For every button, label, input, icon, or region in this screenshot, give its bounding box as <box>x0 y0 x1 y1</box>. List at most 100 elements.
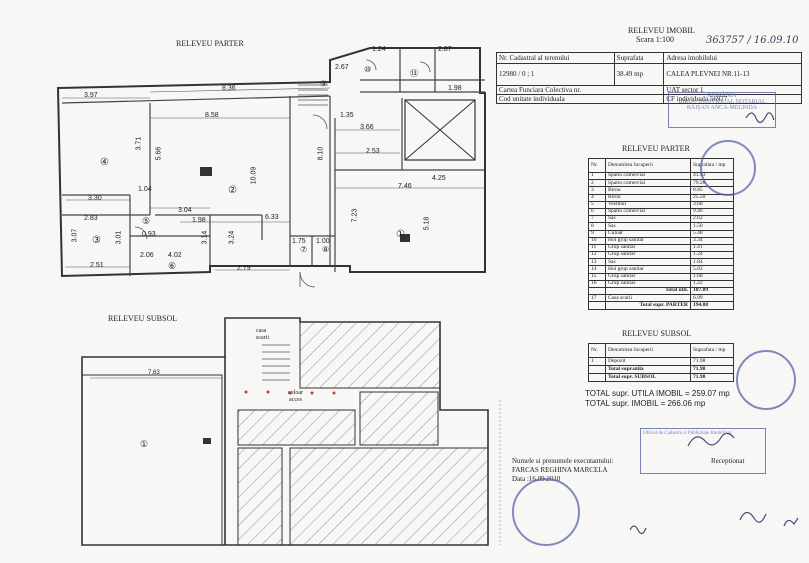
cadastre-office-stamp: Oficiul de Cadastru si Publicitate Imobi… <box>640 428 766 474</box>
info-cf: CF individuala 56977 <box>663 94 802 104</box>
subsol-row-name: Depozit <box>605 357 691 366</box>
dim-label: 2.51 <box>90 262 104 269</box>
dim-label: 10.09 <box>250 166 258 185</box>
dim-label: 1.00 <box>316 238 330 245</box>
parter-cell-area: 1.68 <box>690 272 734 281</box>
parter-cell-name: Total supr. PARTER <box>605 301 691 310</box>
parter-cell-area: 2.62 <box>690 215 734 224</box>
round-seal-stamp <box>736 350 796 410</box>
dim-label: 4.25 <box>432 175 446 182</box>
room-number: ⑥ <box>168 261 177 271</box>
cadastre-office-line: Oficiul de Cadastru si Publicitate Imobi… <box>643 431 732 436</box>
parter-cell-area: 1.84 <box>690 258 734 267</box>
dim-label: 0.93 <box>142 231 156 238</box>
parter-cell-name: Sas <box>605 215 691 224</box>
parter-cell-name: Spatiu comercial <box>605 171 691 181</box>
room-number: ⑧ <box>322 245 330 254</box>
ground-floor-plan <box>56 47 486 278</box>
handwritten-number: 363757 / 16.09.10 <box>706 35 799 46</box>
dim-label: 2.87 <box>438 46 452 53</box>
parter-cell-area: 187.09 <box>690 286 734 296</box>
info-head-area: Suprafata <box>613 52 665 64</box>
dim-label: 1.35 <box>340 112 354 119</box>
executor-name: FARCAS REGHINA MARCELA <box>512 466 608 474</box>
room-number: ⑩ <box>364 65 372 74</box>
executor-label: Numele si prenumele executantului: <box>512 457 614 465</box>
subsol-head-name: Denumirea încaperii <box>605 343 691 358</box>
total-imobil: TOTAL supr. IMOBIL = 266.06 mp <box>585 399 706 408</box>
room-number: ① <box>140 439 149 449</box>
parter-table-row: Total util.187.09 <box>588 286 734 296</box>
dim-label: 3.01 <box>115 230 123 245</box>
document-title: RELEVEU IMOBIL <box>628 26 695 35</box>
room-number: ⑬ <box>410 69 418 78</box>
parter-cell-area: 5.02 <box>690 265 734 274</box>
info-cod-unitate: Cod unitate individuala <box>495 94 665 104</box>
dim-label: 5.66 <box>155 146 163 161</box>
round-seal-stamp <box>700 140 756 196</box>
dim-label: 1.04 <box>138 186 152 193</box>
dim-label: 1.98 <box>192 217 206 224</box>
subsol-head-nr: Nr. <box>588 343 606 358</box>
parter-cell-name: Grup sanitar <box>605 251 691 260</box>
parter-head-nr: Nr. <box>588 158 606 173</box>
parter-table-title: RELEVEU PARTER <box>622 144 690 153</box>
info-head-cadastral: Nr. Cadastral al terenului <box>496 52 615 64</box>
dim-label: 3.97 <box>84 92 98 99</box>
dim-label: 2.79 <box>237 265 251 272</box>
parter-cell-nr: 8 <box>588 222 606 231</box>
room-number: ⑨ <box>320 79 328 88</box>
dim-label: 3.24 <box>228 230 236 245</box>
info-area: 38.49 mp <box>613 63 665 86</box>
dim-label: 1.98 <box>448 85 462 92</box>
parter-cell-nr: 13 <box>588 258 606 267</box>
info-carte-funciara: Cartea Funciara Colectiva nr. <box>495 85 665 95</box>
subsol-total-util-label: Total supr.utila <box>605 365 691 374</box>
dim-label: 3.71 <box>135 136 143 151</box>
room-number: ① <box>396 229 405 240</box>
parter-cell-name: Spatiu comercial <box>605 207 691 217</box>
dim-label: 3.66 <box>360 124 374 131</box>
dim-label: 3.30 <box>88 195 102 202</box>
subsol-table-title: RELEVEU SUBSOL <box>622 329 692 338</box>
dim-label: 3.07 <box>71 228 79 243</box>
dim-label: 8.10 <box>317 146 325 161</box>
parter-cell-nr <box>588 301 606 310</box>
parter-cell-name: Birou <box>605 186 691 195</box>
parter-cell-nr: 17 <box>588 294 606 303</box>
dim-label: 8.58 <box>205 112 219 119</box>
parter-cell-area: 1.22 <box>690 279 734 289</box>
basement-corridor-label: acces <box>289 397 302 403</box>
parter-cell-name: Sas <box>605 258 691 267</box>
room-number: ③ <box>92 235 101 246</box>
parter-cell-name: Spatiu comercial <box>605 179 691 188</box>
subsol-row-area: 71.98 <box>690 357 734 366</box>
parter-cell-nr: 1 <box>588 171 606 181</box>
dim-label: 3.04 <box>178 207 192 214</box>
dim-label: 5.18 <box>423 216 431 231</box>
parter-cell-area: 1.50 <box>690 222 734 231</box>
dim-label: 1.75 <box>292 238 306 245</box>
parter-cell-nr: 16 <box>588 279 606 289</box>
document-scale: Scara 1:100 <box>636 35 674 44</box>
subsol-total-label: Total supr. SUBSOL <box>605 373 691 382</box>
receptie-label: Receptionat <box>711 457 745 465</box>
parter-cell-area: 194.08 <box>690 301 734 310</box>
dim-label: 2.53 <box>366 148 380 155</box>
room-number: ⑤ <box>142 216 151 226</box>
parter-cell-name: Casa scarii <box>605 294 691 303</box>
info-head-address: Adresa imobilului <box>663 52 802 64</box>
subsol-table: Nr. Denumirea încaperii Suprafata / mp 1… <box>588 343 734 382</box>
parter-cell-nr: 12 <box>588 251 606 260</box>
basement-title: RELEVEU SUBSOL <box>108 314 178 323</box>
dim-label: 7.46 <box>398 183 412 190</box>
dim-label: 1.24 <box>372 46 386 53</box>
parter-cell-area: 6.99 <box>690 294 734 303</box>
